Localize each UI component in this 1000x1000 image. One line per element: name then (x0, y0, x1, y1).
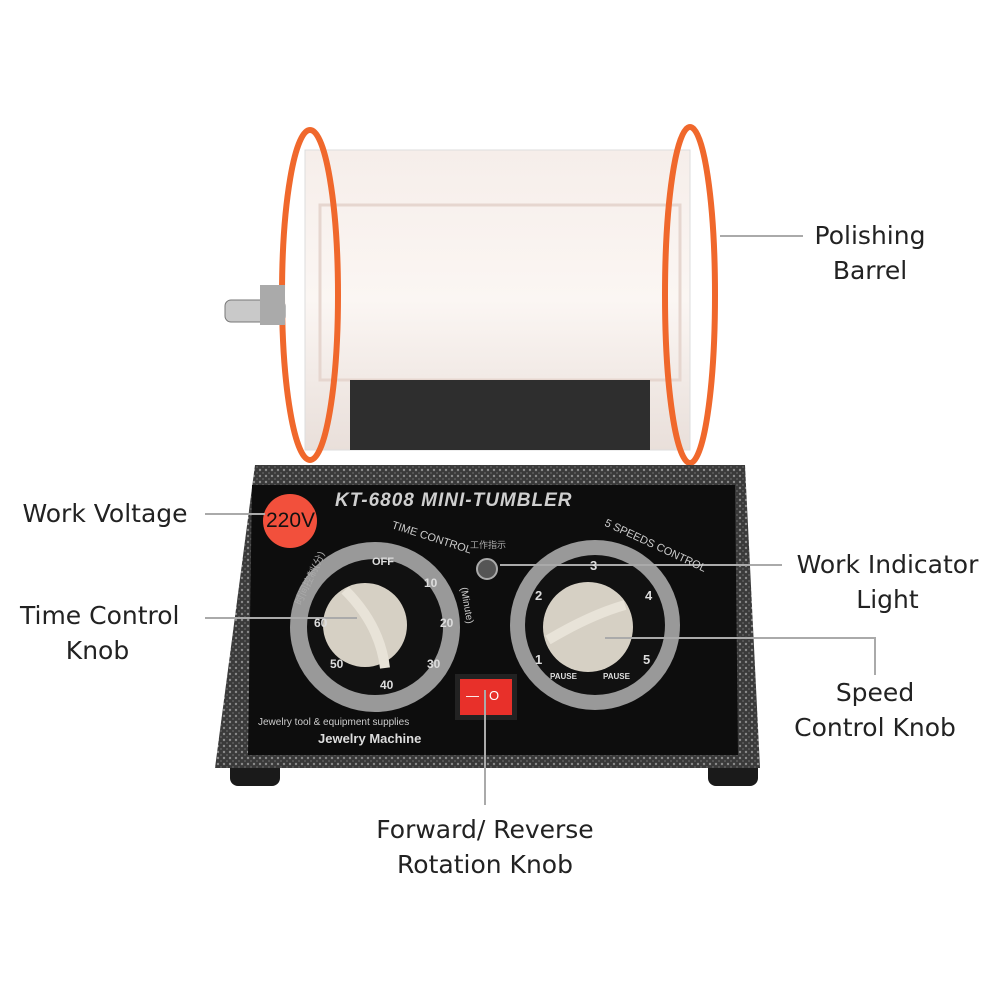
time-mark: 50 (330, 657, 344, 671)
model-title: KT-6808 MINI-TUMBLER (335, 490, 573, 511)
speed-mark: 4 (645, 588, 653, 603)
speed-mark: 1 (535, 652, 543, 667)
pause-mark: PAUSE (550, 672, 577, 681)
supplier-text: Jewelry tool & equipment supplies (258, 717, 410, 728)
time-control-knob[interactable] (290, 542, 460, 712)
callout-rotation-knob: Forward/ Reverse Rotation Knob (376, 815, 594, 879)
switch-off-symbol: O (489, 688, 500, 703)
voltage-badge-text: 220V (266, 509, 316, 532)
machine-text: Jewelry Machine (318, 731, 422, 746)
time-mark: 10 (424, 576, 438, 590)
voltage-badge (263, 494, 317, 548)
pause-mark: PAUSE (603, 672, 630, 681)
callout-time-control-knob: Time Control Knob (20, 601, 180, 665)
speed-mark: 2 (535, 588, 543, 603)
time-mark: 40 (380, 678, 394, 692)
time-mark: 20 (440, 616, 454, 630)
callout-speed-control-knob: Speed Control Knob (794, 678, 956, 742)
callout-work-indicator-light: Work Indicator Light (796, 550, 979, 614)
speed-control-knob[interactable] (510, 540, 680, 710)
indicator-cn: 工作指示 (470, 541, 507, 551)
speed-mark: 3 (590, 558, 598, 573)
callout-lines (205, 235, 876, 805)
switch-on-symbol: — (466, 688, 479, 703)
polishing-barrel (224, 124, 718, 466)
callout-work-voltage: Work Voltage (22, 499, 188, 528)
work-indicator-light (476, 558, 498, 580)
time-mark: OFF (372, 556, 394, 568)
time-mark: 60 (314, 616, 328, 630)
callout-polishing-barrel: Polishing Barrel (814, 221, 926, 285)
time-mark: 30 (427, 657, 441, 671)
speed-mark: 5 (643, 652, 651, 667)
